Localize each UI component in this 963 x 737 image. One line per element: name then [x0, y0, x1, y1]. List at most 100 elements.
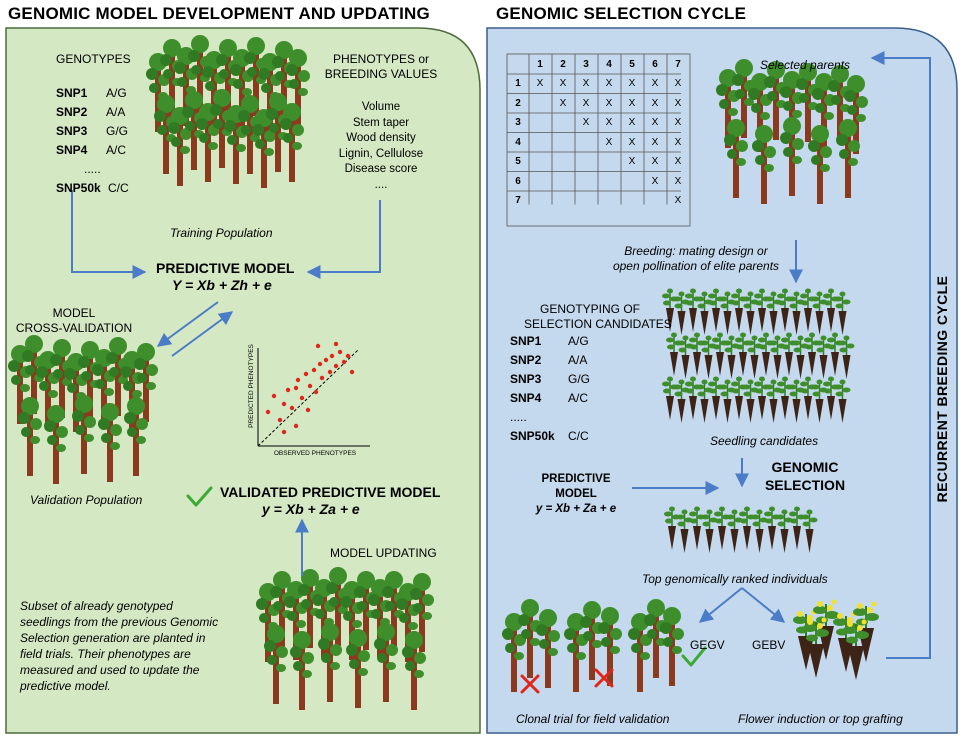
scatter-point — [299, 395, 305, 401]
grid-row-header: 5 — [515, 156, 521, 167]
scatter-point — [341, 359, 347, 365]
flower-induction-label: Flower induction or top grafting — [738, 712, 903, 726]
genotyping-heading: GENOTYPING OF SELECTION CANDIDATES — [524, 302, 672, 331]
scatter-point — [333, 363, 339, 369]
grid-row-header: 1 — [515, 78, 521, 89]
scatter-point — [281, 429, 287, 435]
scatter-point — [285, 387, 291, 393]
right-panel-title: GENOMIC SELECTION CYCLE — [496, 4, 747, 23]
grid-row-header: 4 — [515, 136, 521, 148]
scatter-point — [317, 361, 323, 367]
grid-cross-mark: X — [628, 136, 636, 148]
mating-design-grid — [506, 53, 691, 227]
validation-population-trees — [8, 335, 158, 484]
scatter-point — [327, 369, 333, 375]
scatter-point — [293, 423, 299, 429]
gegv-check-icon — [681, 646, 707, 667]
grid-cross-mark: X — [674, 175, 682, 187]
scatter-point — [333, 341, 339, 347]
scatter-point — [293, 385, 299, 391]
grid-row-header: 3 — [515, 117, 521, 128]
scatter-point — [337, 349, 343, 355]
grid-col-header: 6 — [652, 59, 658, 70]
arrow-to-gebv — [741, 587, 786, 623]
grid-cross-mark: X — [582, 78, 590, 89]
validation-population-label: Validation Population — [30, 493, 143, 507]
trait-item: Disease score — [344, 163, 418, 175]
predictive-model-equation: Y = Xb + Zh + e — [172, 277, 272, 293]
grid-cross-mark: X — [605, 97, 613, 109]
scatter-point — [277, 417, 283, 423]
snp-ellipsis: ..... — [84, 162, 101, 176]
scatter-point — [345, 353, 351, 359]
validated-model-title: VALIDATED PREDICTIVE MODEL — [220, 484, 441, 500]
scatter-point — [311, 367, 317, 373]
grid-col-header: 2 — [560, 59, 566, 70]
arrow-model-to-validation — [156, 301, 219, 347]
grid-cross-mark: X — [651, 156, 659, 167]
rejected-x-icon — [520, 674, 540, 694]
arrow-phenotypes-to-model — [306, 200, 381, 279]
left-panel — [5, 27, 481, 734]
grid-cross-mark: X — [628, 117, 636, 128]
predictive-model-title: PREDICTIVE MODEL — [156, 260, 295, 276]
scatter-y-label: PREDICTED PHENOTYPES — [248, 344, 255, 428]
grid-cross-mark: X — [582, 117, 590, 128]
grid-cross-mark: X — [559, 97, 567, 109]
grid-col-header: 4 — [606, 59, 612, 70]
snp-ellipsis: ..... — [510, 410, 527, 424]
trait-item: Stem taper — [352, 116, 410, 129]
grid-cross-mark: X — [536, 78, 544, 89]
scatter-x-label: OBSERVED PHENOTYPES — [273, 450, 357, 457]
arrow-genotypes-to-model — [71, 190, 147, 279]
trait-list: Volume Stem taper Wood density Lignin, C… — [316, 100, 446, 193]
grid-cross-mark: X — [628, 156, 636, 167]
grid-col-header: 7 — [675, 59, 681, 70]
scatter-point — [329, 353, 335, 359]
phenotypes-heading: PHENOTYPES or BREEDING VALUES — [324, 52, 438, 81]
seedling-candidates-label: Seedling candidates — [710, 434, 819, 448]
grid-cross-mark: X — [674, 78, 682, 89]
validated-model-equation: y = Xb + Za + e — [262, 501, 360, 517]
arrow-recurrent-cycle — [870, 51, 931, 659]
cross-validation-label: MODEL CROSS-VALIDATION — [15, 306, 133, 335]
grid-cross-mark: X — [628, 78, 636, 89]
selected-parents-trees — [716, 59, 868, 204]
scatter-point — [349, 369, 355, 375]
rejected-x-icon-2 — [594, 668, 614, 688]
grid-cross-mark: X — [605, 117, 613, 128]
scatter-point — [307, 383, 313, 389]
validated-check-icon — [186, 486, 213, 507]
subset-description: Subset of already genotyped seedlings fr… — [20, 599, 219, 693]
gegv-label: GEGV — [690, 638, 725, 652]
grid-col-header: 1 — [537, 59, 543, 70]
scatter-point — [295, 377, 301, 383]
cross-validation-scatter-plot — [257, 341, 370, 447]
grid-cross-mark: X — [559, 78, 567, 89]
right-predictive-model: PREDICTIVE MODEL y = Xb + Za + e — [535, 473, 617, 515]
grid-cross-mark: X — [605, 78, 613, 89]
scatter-point — [289, 405, 295, 411]
grid-cross-mark: X — [605, 136, 613, 148]
grid-cross-mark: X — [582, 97, 590, 109]
grid-cross-mark: X — [628, 97, 636, 109]
right-panel — [486, 27, 958, 734]
scatter-point — [281, 401, 287, 407]
scatter-point — [313, 389, 319, 395]
arrow-to-gegv — [698, 587, 743, 623]
training-population-label: Training Population — [170, 226, 273, 240]
grid-cross-mark: X — [651, 78, 659, 89]
scatter-point — [315, 343, 321, 349]
genomic-selection-label: GENOMIC SELECTION — [764, 459, 846, 493]
